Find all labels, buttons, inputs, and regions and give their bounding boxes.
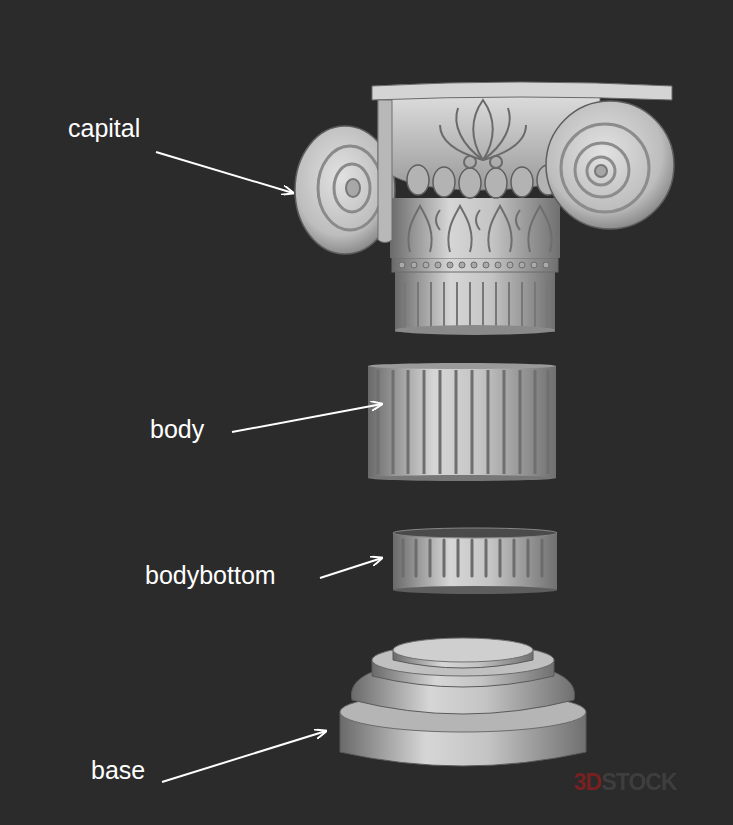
part-label: capital <box>68 113 140 143</box>
leader-arrows <box>156 152 382 782</box>
capital-illustration <box>295 82 674 335</box>
bodybottom-illustration <box>393 528 557 594</box>
leader-arrow <box>156 152 293 193</box>
part-label: base <box>91 755 145 785</box>
leader-arrow <box>320 558 382 578</box>
part-label: bodybottom <box>145 560 276 590</box>
watermark: 3DSTOCK <box>574 768 677 796</box>
leader-arrow <box>162 731 326 782</box>
body-illustration <box>368 363 556 481</box>
base-illustration <box>340 638 586 766</box>
part-label: body <box>150 414 204 444</box>
leader-arrow <box>232 404 382 432</box>
